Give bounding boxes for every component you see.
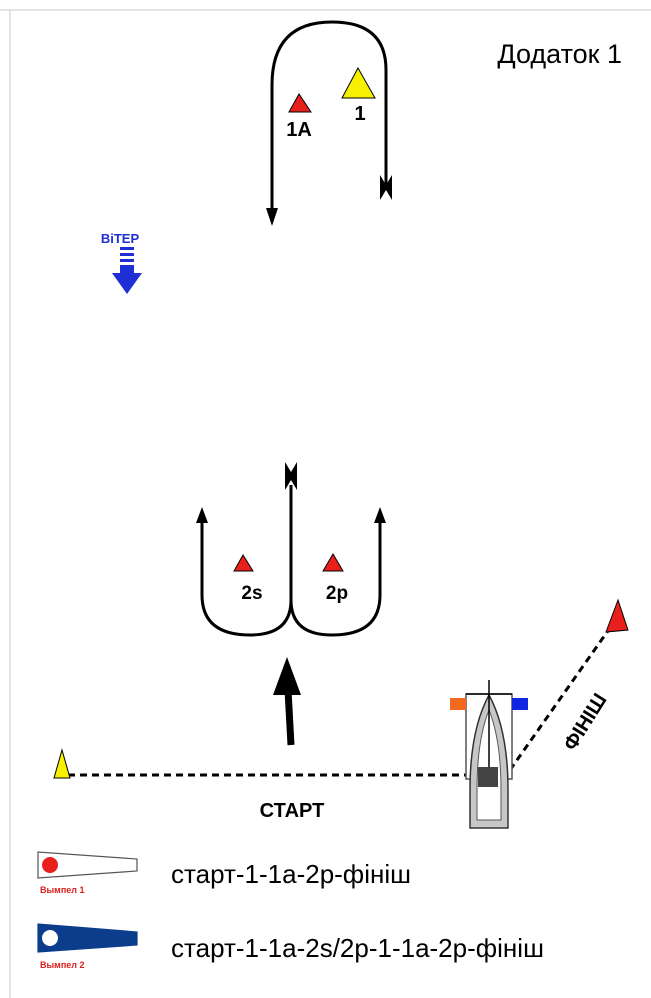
page-title: Додаток 1 — [497, 39, 622, 69]
start-pin-mark — [53, 748, 71, 779]
mark-2s-label: 2s — [241, 583, 262, 604]
wind-arrow-icon — [112, 247, 142, 294]
mark-1a-triangle — [288, 93, 312, 113]
upwind-arrow-shaft — [284, 689, 295, 746]
gate-2p-loop — [289, 520, 382, 637]
blue-flag — [512, 698, 528, 710]
upper-loop-tail — [380, 175, 392, 200]
finish-line — [508, 624, 614, 771]
gate-tail — [285, 462, 297, 490]
committee-boat — [465, 680, 513, 829]
start-label: СТАРТ — [260, 800, 325, 822]
orange-flag — [450, 698, 466, 710]
pennant-1-route: старт-1-1а-2р-фініш — [171, 859, 411, 889]
finish-mark — [605, 598, 629, 633]
mark-2p-triangle — [322, 553, 344, 572]
upper-loop-arrowhead — [266, 208, 278, 226]
mark-2p-label: 2p — [326, 583, 348, 604]
mark-1-triangle — [341, 66, 376, 99]
mark-1a-label: 1A — [286, 119, 312, 141]
mark-1-label: 1 — [354, 103, 365, 125]
pennant-2-icon — [37, 923, 138, 953]
pennant-1-icon — [37, 851, 138, 879]
gate-2s-loop — [200, 485, 293, 637]
pennant-1-label: Вымпел 1 — [40, 885, 85, 895]
wind-label: ВіТЕР — [101, 231, 140, 246]
upwind-arrow-head — [273, 657, 301, 695]
finish-label: ФІНІШ — [560, 690, 612, 755]
gate-2s-arrowhead — [196, 507, 208, 523]
pennant-2-label: Вымпел 2 — [40, 960, 85, 970]
mark-2s-triangle — [233, 554, 254, 572]
pennant-2-route: старт-1-1а-2s/2р-1-1а-2р-фініш — [171, 933, 544, 963]
upper-loop-path — [270, 20, 388, 210]
gate-2p-arrowhead — [374, 507, 386, 523]
